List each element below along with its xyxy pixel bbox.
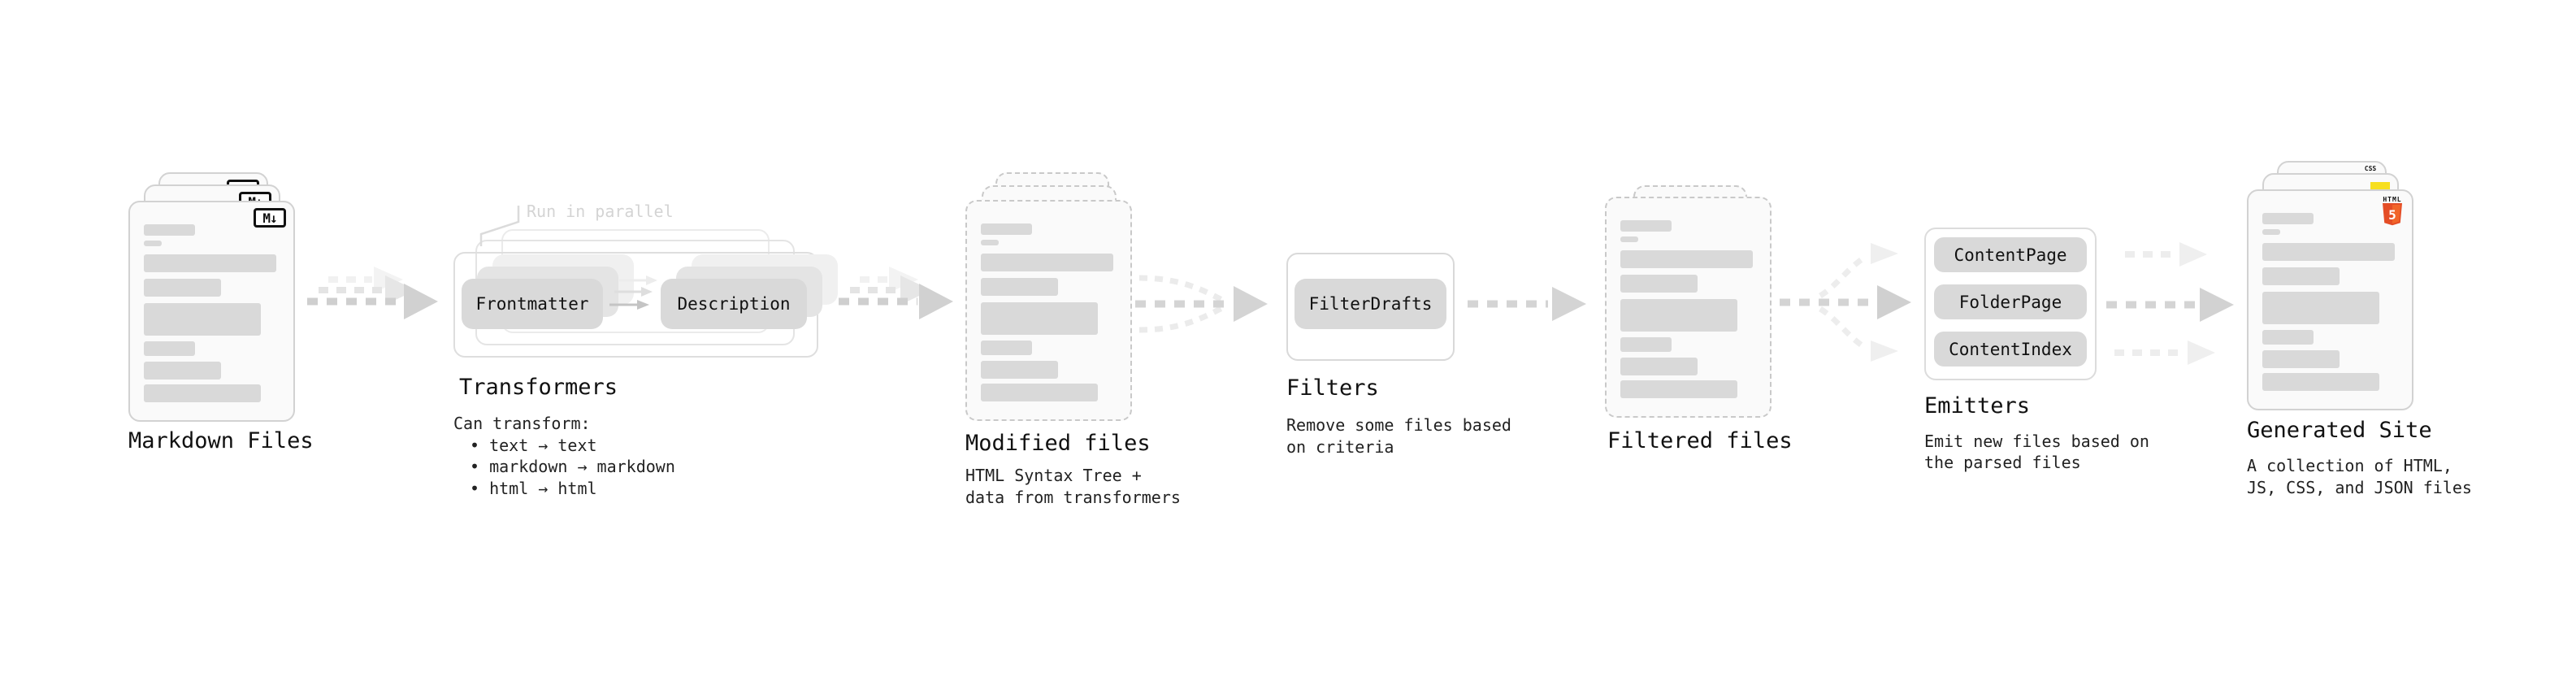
arrow-filters-to-filtered [1468, 287, 1586, 321]
stage-title-markdown-files: Markdown Files [128, 428, 314, 453]
modified-file-card-front [965, 200, 1132, 421]
contentpage-pill: ContentPage [1934, 237, 2087, 272]
stage-desc-generated-site: A collection of HTML, JS, CSS, and JSON … [2247, 455, 2472, 499]
file-content-skeleton [2262, 213, 2395, 391]
stage-title-transformers: Transformers [459, 375, 618, 400]
stage-title-generated-site: Generated Site [2247, 418, 2432, 443]
folderpage-pill: FolderPage [1934, 284, 2087, 319]
desc-line: data from transformers [965, 487, 1181, 507]
html5-icon-label: HTML [2383, 196, 2402, 203]
desc-line: on criteria [1286, 436, 1394, 457]
arrow-emitters-to-generated [2106, 242, 2234, 365]
stage-title-modified-files: Modified files [965, 431, 1151, 456]
stage-desc-modified-files: HTML Syntax Tree + data from transformer… [965, 465, 1181, 508]
css-icon-label: CSS [2364, 165, 2377, 172]
desc-line: JS, CSS, and JSON files [2247, 478, 2472, 497]
desc-line: • markdown → markdown [470, 457, 675, 476]
filtered-file-card-front [1605, 197, 1772, 418]
frontmatter-pill: Frontmatter [462, 279, 603, 329]
stage-title-emitters: Emitters [1924, 393, 2031, 419]
markdown-icon: M↓ [254, 208, 286, 228]
file-content-skeleton [1620, 220, 1753, 398]
html5-icon-number: 5 [2388, 207, 2396, 223]
desc-line: Remove some files based [1286, 415, 1511, 435]
html5-icon: HTML 5 [2380, 196, 2405, 226]
html5-shield: 5 [2383, 203, 2402, 226]
filterdrafts-pill: FilterDrafts [1295, 279, 1446, 329]
desc-line: Emit new files based on [1924, 432, 2149, 451]
file-content-skeleton [144, 224, 276, 402]
desc-line: • html → html [470, 478, 597, 498]
arrow-transformers-to-modified [839, 267, 953, 319]
desc-line: the parsed files [1924, 452, 2081, 472]
arrow-filtered-to-emitters [1780, 243, 1911, 362]
desc-line: HTML Syntax Tree + [965, 466, 1142, 485]
desc-line: • text → text [470, 435, 597, 455]
arrow-markdown-to-transformers [307, 267, 438, 319]
arrow-modified-to-filters [1135, 275, 1268, 333]
stage-title-filters: Filters [1286, 375, 1379, 401]
markdown-file-card-front: M↓ [128, 201, 295, 422]
desc-line: Can transform: [453, 414, 591, 433]
file-content-skeleton [981, 223, 1113, 401]
desc-line: A collection of HTML, [2247, 456, 2452, 475]
contentindex-pill: ContentIndex [1934, 332, 2087, 367]
stage-desc-filters: Remove some files based on criteria [1286, 414, 1511, 458]
stage-title-filtered-files: Filtered files [1607, 428, 1793, 453]
description-pill: Description [661, 279, 807, 329]
run-in-parallel-annotation: Run in parallel [527, 202, 674, 221]
stage-desc-emitters: Emit new files based on the parsed files [1924, 432, 2149, 473]
stage-desc-transformers: Can transform: • text → text • markdown … [453, 413, 675, 499]
generated-file-card-front: HTML 5 [2247, 189, 2413, 410]
